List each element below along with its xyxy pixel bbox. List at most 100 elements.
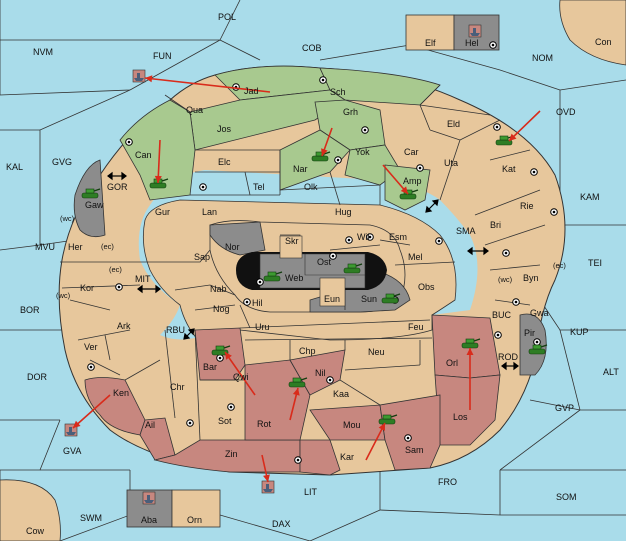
army-icon[interactable] — [381, 293, 401, 304]
supply-center-icon — [243, 298, 251, 306]
fleet-icon[interactable] — [142, 491, 156, 505]
label-aba: Aba — [141, 515, 157, 525]
army-icon[interactable] — [495, 135, 515, 146]
supply-center-icon — [294, 456, 302, 464]
label-hel: Hel — [465, 38, 479, 48]
label-chr: Chr — [170, 382, 185, 392]
supply-center-icon — [512, 298, 520, 306]
label-byn: Byn — [523, 273, 539, 283]
army-icon[interactable] — [378, 414, 398, 425]
army-icon[interactable] — [81, 188, 101, 199]
label-olk: Olk — [304, 182, 318, 192]
fleet-icon[interactable] — [261, 480, 275, 494]
label-kal: KAL — [6, 162, 23, 172]
tag-ec-her: (ec) — [101, 242, 114, 251]
supply-center-icon — [227, 403, 235, 411]
green-territories — [119, 65, 441, 211]
label-kor: Kor — [80, 283, 94, 293]
tag-ec-kor: (ec) — [109, 265, 122, 274]
label-web: Web — [285, 273, 303, 283]
label-rot: Rot — [257, 419, 272, 429]
army-icon[interactable] — [263, 271, 283, 282]
fleet-icon[interactable] — [132, 69, 146, 83]
island-con[interactable] — [559, 0, 626, 66]
label-chp: Chp — [299, 346, 316, 356]
army-icon[interactable] — [528, 344, 548, 355]
red-territories — [84, 314, 501, 476]
label-tel: Tel — [253, 182, 265, 192]
label-kat: Kat — [502, 164, 516, 174]
label-ail: Ail — [145, 420, 155, 430]
army-icon[interactable] — [399, 189, 419, 200]
tag-wc-byn: (wc) — [498, 275, 513, 284]
label-sch: Sch — [330, 87, 346, 97]
territory-can-gur[interactable] — [119, 99, 196, 201]
territory-skr[interactable] — [279, 235, 303, 259]
army-icon[interactable] — [343, 263, 363, 274]
army-icon[interactable] — [311, 151, 331, 162]
label-feu: Feu — [408, 322, 424, 332]
territory-ail[interactable] — [139, 417, 176, 461]
label-mvu: MVU — [35, 242, 55, 252]
territory-eun[interactable] — [319, 277, 346, 307]
label-lit: LIT — [304, 487, 318, 497]
label-qua: Qua — [186, 105, 203, 115]
label-mou: Mou — [343, 420, 361, 430]
supply-center-icon — [361, 126, 369, 134]
label-nar: Nar — [293, 164, 308, 174]
tag-wc-kor: (wc) — [56, 291, 71, 300]
label-sun: Sun — [361, 294, 377, 304]
army-icon[interactable] — [211, 345, 231, 356]
fleet-icon[interactable] — [468, 24, 482, 38]
label-uta: Uta — [444, 158, 458, 168]
island-cow[interactable] — [0, 479, 61, 541]
territory-elf[interactable] — [405, 14, 455, 51]
move-order-arrow — [321, 127, 333, 157]
tag-wc-her: (wc) — [60, 214, 75, 223]
strait-gor — [107, 171, 127, 181]
label-kam: KAM — [580, 192, 600, 202]
territory-pir[interactable] — [519, 313, 547, 376]
territory-nor[interactable] — [209, 221, 266, 256]
label-car: Car — [404, 147, 419, 157]
territory-orn[interactable] — [171, 489, 221, 528]
label-nor: Nor — [225, 242, 240, 252]
label-wil: Wil — [357, 232, 370, 242]
label-jos: Jos — [217, 124, 232, 134]
label-nvm: NVM — [33, 47, 53, 57]
supply-center-icon — [115, 283, 123, 291]
label-eun: Eun — [324, 294, 340, 304]
label-ost: Ost — [317, 257, 332, 267]
label-nil: Nil — [315, 368, 326, 378]
label-pir: Pir — [524, 328, 535, 338]
region-labels: POL NVM FUN COB NOM Con KAL GVG OVD KAM … — [6, 12, 619, 536]
label-orl: Orl — [446, 358, 458, 368]
territory-ken[interactable] — [84, 377, 146, 436]
territory-gaw[interactable] — [73, 159, 106, 238]
territory-sam[interactable] — [379, 394, 441, 471]
label-amp: Amp — [403, 176, 422, 186]
supply-center-icon — [533, 338, 541, 346]
label-orn: Orn — [187, 515, 202, 525]
label-gvp: GVP — [555, 403, 574, 413]
label-her: Her — [68, 242, 83, 252]
label-rie: Rie — [520, 201, 534, 211]
army-icon[interactable] — [288, 377, 308, 388]
label-mel: Mel — [408, 252, 423, 262]
label-kaa: Kaa — [333, 389, 349, 399]
label-alt: ALT — [603, 367, 619, 377]
territory-kar[interactable] — [299, 439, 341, 476]
move-order-arrow — [365, 422, 386, 461]
label-pol: POL — [218, 12, 236, 22]
move-order-arrow — [382, 164, 409, 195]
label-ken: Ken — [113, 388, 129, 398]
move-order-arrow — [289, 387, 300, 421]
supply-center-icon — [530, 168, 538, 176]
strait-markers — [107, 171, 519, 371]
supply-center-icon — [489, 41, 497, 49]
label-sap: Sap — [194, 252, 210, 262]
supply-center-icon — [345, 236, 353, 244]
label-gaw: Gaw — [85, 200, 104, 210]
label-som: SOM — [556, 492, 577, 502]
label-skr: Skr — [285, 236, 299, 246]
